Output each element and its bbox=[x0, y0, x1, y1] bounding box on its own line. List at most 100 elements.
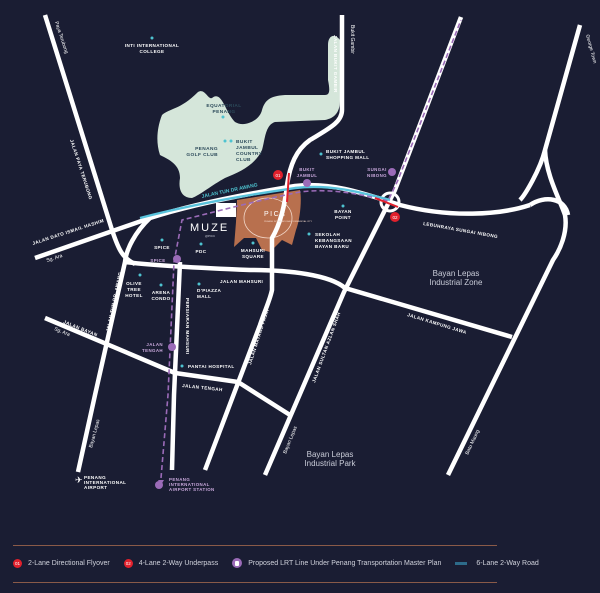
map-label: PENANG bbox=[169, 477, 190, 482]
map-label: PENANG INTERNATIONAL COMMERCIAL CITY bbox=[264, 220, 313, 223]
map-label: JALAN DATO ISMAIL HASHIM bbox=[32, 218, 105, 246]
legend-label: Proposed LRT Line Under Penang Transport… bbox=[248, 559, 442, 567]
map-label: Bayan Lepas bbox=[433, 269, 480, 278]
map-label: ARENA bbox=[152, 290, 171, 295]
map-label: Bukit Gambir bbox=[349, 25, 355, 54]
flyover-segment bbox=[286, 172, 290, 203]
legend-lrt: Proposed LRT Line Under Penang Transport… bbox=[232, 558, 441, 568]
map-label: JALAN SULTAN AZLAN SHAH bbox=[311, 311, 341, 383]
landmark-labels: INTI INTERNATIONAL COLLEGE EQUATORIAL PE… bbox=[75, 43, 369, 490]
road-sultan-azlan-shah bbox=[262, 16, 464, 476]
map-label: SHOPPING MALL bbox=[326, 155, 369, 160]
muze-logo: MUZE bbox=[190, 222, 229, 234]
map-label: D'PIAZZA bbox=[197, 288, 221, 293]
map-label: Industrial Zone bbox=[430, 278, 483, 287]
map-label: JALAN MAHSURI bbox=[220, 279, 263, 284]
map-label: SPICE bbox=[150, 258, 165, 263]
legend-divider bbox=[13, 582, 497, 583]
legend-label: 2-Lane Directional Flyover bbox=[28, 559, 110, 567]
underpass-segment bbox=[374, 197, 399, 208]
legend-label: 6-Lane 2-Way Road bbox=[476, 559, 539, 567]
map-label: EQUATORIAL bbox=[206, 103, 241, 109]
map-label: 01 bbox=[275, 173, 281, 178]
train-icon bbox=[232, 558, 243, 568]
road-interchange-loop bbox=[528, 197, 571, 216]
map-label: PENANG bbox=[84, 475, 106, 480]
map-label: GOLF CLUB bbox=[186, 152, 218, 158]
legend-flyover: 01 2-Lane Directional Flyover bbox=[13, 558, 110, 568]
map-label: BAYAN BARU bbox=[315, 244, 349, 249]
map-label: HOTEL bbox=[125, 293, 143, 298]
map-label: INTI INTERNATIONAL bbox=[125, 43, 179, 48]
map-label: MAHSURI bbox=[241, 248, 265, 253]
map-label: PENANG bbox=[195, 146, 218, 152]
legend-underpass: 02 4-Lane 2-Way Underpass bbox=[123, 558, 219, 568]
legend-six-lane: 6-Lane 2-Way Road bbox=[455, 559, 539, 567]
map-label: SUNGAI bbox=[367, 167, 386, 172]
flyover-badge-icon: 01 bbox=[13, 558, 22, 568]
road-swatch-icon bbox=[455, 561, 468, 565]
map-label: JALAN PAYA TERUBONG bbox=[69, 139, 93, 201]
map-label: BUKIT bbox=[236, 139, 253, 145]
marker-01[interactable]: 01 bbox=[273, 170, 283, 180]
map-label: TREE bbox=[127, 287, 141, 292]
map-label: PERSIARAN MAHSURI bbox=[185, 298, 190, 355]
map-label: COLLEGE bbox=[139, 49, 164, 54]
map-label: Bayan Lepas bbox=[307, 450, 354, 459]
legend-label: 4-Lane 2-Way Underpass bbox=[138, 559, 219, 567]
marker-02[interactable]: 02 bbox=[390, 212, 400, 222]
map-label: Industrial Park bbox=[304, 459, 356, 468]
map-label: OLIVE bbox=[126, 281, 142, 286]
map-label: PENANG bbox=[213, 109, 236, 115]
map-label: PANTAI HOSPITAL bbox=[188, 364, 235, 369]
roads bbox=[34, 14, 583, 476]
map-label: SQUARE bbox=[242, 254, 264, 259]
map-label: SEKOLAH bbox=[315, 232, 341, 237]
legend: 01 2-Lane Directional Flyover 02 4-Lane … bbox=[0, 545, 600, 583]
map-label: INTERNATIONAL bbox=[84, 480, 126, 485]
map-label: PDC bbox=[196, 249, 207, 254]
map-label: TENGAH bbox=[142, 348, 163, 353]
airport-icon: ✈ bbox=[75, 475, 83, 485]
map-label: JALAN BUKIT GAMBIR bbox=[333, 35, 338, 93]
map-label: JALAN TENGAH bbox=[182, 383, 223, 392]
map-label: CLUB bbox=[236, 157, 251, 163]
map-label: @PICC bbox=[205, 234, 216, 238]
map-label: COUNTRY bbox=[236, 151, 263, 157]
road-bayan bbox=[44, 315, 292, 417]
map-label: George Town bbox=[584, 34, 598, 64]
map-label: LEBUHRAYA SUNGAI NIBONG bbox=[423, 221, 499, 239]
map-label: JALAN bbox=[146, 342, 163, 347]
road-persiaran-mahsuri bbox=[169, 261, 183, 471]
map-label: Sg. Ara bbox=[46, 253, 64, 264]
map-label: 02 bbox=[392, 215, 398, 220]
zone-labels: Bayan Lepas Industrial Zone Bayan Lepas … bbox=[304, 269, 483, 468]
road-bukit-gambir bbox=[202, 15, 345, 471]
green-area bbox=[157, 35, 340, 198]
map-label: INTERNATIONAL bbox=[169, 482, 210, 487]
map-label: BUKIT bbox=[299, 167, 314, 172]
lrt-line bbox=[160, 19, 462, 479]
map-label: MALL bbox=[197, 294, 211, 299]
landmark-dots bbox=[138, 36, 345, 368]
road-mahsuri bbox=[124, 259, 513, 340]
lrt-station-icons[interactable] bbox=[155, 168, 396, 489]
map-label: CONDO bbox=[151, 296, 170, 301]
road-tun-dr-awang-south bbox=[75, 216, 152, 473]
map-label: SPICE bbox=[154, 245, 170, 250]
picc-ring bbox=[243, 197, 293, 239]
development-labels: MUZE @PICC PICC PENANG INTERNATIONAL COM… bbox=[190, 211, 313, 238]
map-label: Sg. Ara bbox=[53, 326, 71, 338]
map-label: BAYAN bbox=[334, 209, 352, 214]
road-interchange bbox=[445, 149, 568, 476]
map-label: BUKIT JAMBUL bbox=[326, 149, 365, 154]
map-label: JAMBUL bbox=[236, 145, 258, 151]
map-canvas: 01 02 INTI INTERNATIONAL COLLEGE EQUATOR… bbox=[32, 14, 598, 492]
picc-logo: PICC bbox=[264, 211, 287, 218]
map-label: NIBONG bbox=[367, 173, 387, 178]
map-label: AIRPORT STATION bbox=[169, 487, 215, 492]
map-label: AIRPORT bbox=[84, 485, 107, 490]
lrt-station-labels: BUKIT JAMBUL SUNGAI NIBONG SPICE JALAN T… bbox=[142, 167, 387, 492]
map-label: JALAN MAYANG PASIR bbox=[247, 308, 270, 365]
